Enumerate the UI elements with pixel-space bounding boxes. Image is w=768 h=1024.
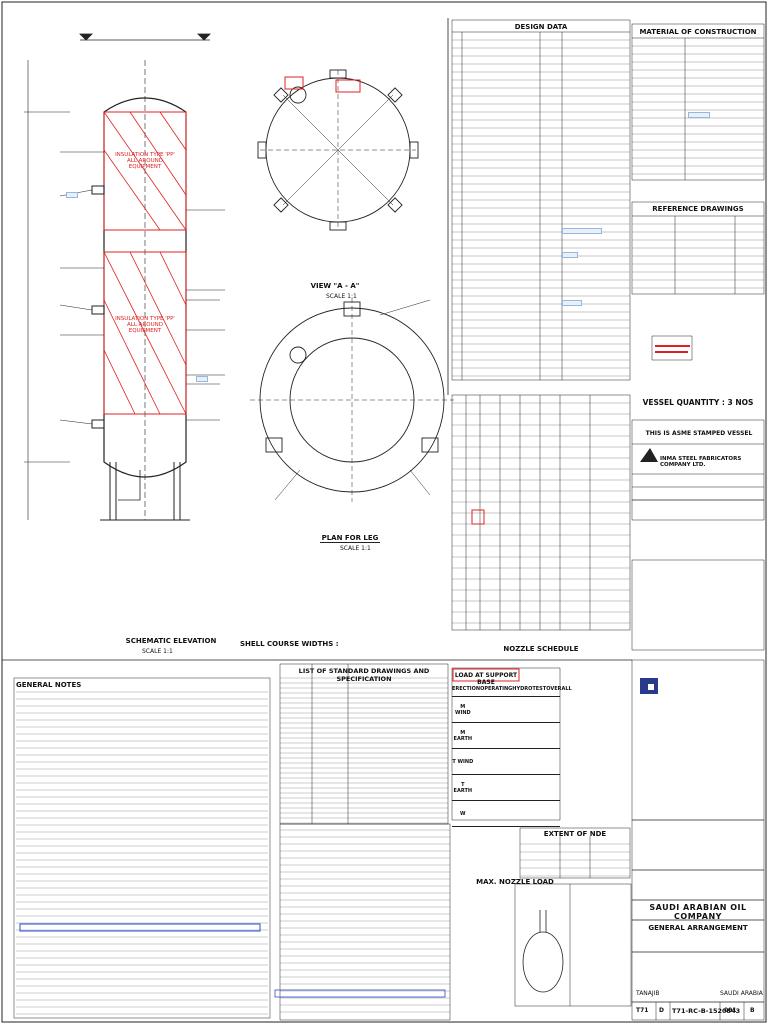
view-aa-title: VIEW "A - A"	[310, 282, 360, 290]
general-note-highlight	[19, 923, 261, 932]
load-table-row-label: T EARTH	[453, 781, 473, 794]
general-notes-box	[13, 677, 271, 1019]
load-table-header-cell: ERECTION	[452, 686, 481, 692]
load-table-row: T WIND	[452, 749, 560, 775]
doc-number: T71-RC-B-1520843	[672, 1007, 741, 1015]
max-nozzle-load-title: MAX. NOZZLE LOAD	[476, 878, 554, 886]
nozzle-highlight	[471, 509, 485, 525]
fabricator-name: INMA STEEL FABRICATORS COMPANY LTD.	[660, 456, 742, 468]
nde-table	[519, 827, 631, 879]
design-data-highlight-2	[562, 252, 578, 258]
schematic-scale: SCALE 1:1	[142, 648, 173, 655]
shell-course-title: SHELL COURSE WIDTHS :	[240, 640, 339, 648]
nozzle-rows	[452, 402, 630, 624]
max-nozzle-load-box	[514, 883, 632, 1007]
doc-prefix: T71	[636, 1007, 649, 1014]
vessel-quantity: VESSEL QUANTITY : 3 NOS	[642, 398, 754, 407]
design-data-rows	[452, 39, 630, 377]
location-2: SAUDI ARABIA	[720, 990, 763, 997]
design-data-highlight-3	[562, 300, 582, 306]
standard-drawings-rows	[280, 677, 448, 824]
plan-for-leg-drawing	[250, 298, 454, 502]
load-table-row: M EARTH	[452, 723, 560, 749]
load-table-header-cell: HYDROTEST	[512, 686, 547, 692]
insulation-note-2: INSULATION TYPE 'PP' ALL AROUND EQUIPMEN…	[115, 316, 175, 334]
material-highlight	[688, 112, 710, 118]
load-table-header-cell: OVERALL	[546, 686, 572, 692]
reference-rows	[632, 223, 764, 289]
doc-sheet: 001	[724, 1007, 737, 1014]
nde-title: EXTENT OF NDE	[543, 830, 607, 838]
general-notes-rows	[16, 691, 268, 1015]
general-arrangement-label: GENERAL ARRANGEMENT	[648, 924, 748, 932]
schematic-elevation	[24, 60, 225, 521]
nozzle-schedule-title: NOZZLE SCHEDULE	[503, 645, 579, 653]
standard-drawings-title: LIST OF STANDARD DRAWINGS AND SPECIFICAT…	[298, 667, 430, 683]
revision-note	[651, 335, 693, 361]
reference-drawings-title: REFERENCE DRAWINGS	[652, 205, 744, 213]
nozzle-load-sketch	[522, 910, 564, 993]
title-block	[631, 659, 765, 1021]
paint-notes-box	[279, 823, 451, 1021]
load-table-frame	[451, 667, 561, 821]
load-table-row-label: M EARTH	[453, 729, 473, 742]
load-table-row: T EARTH	[452, 775, 560, 801]
load-table-row: M WIND	[452, 697, 560, 723]
schematic-highlight-1	[66, 192, 78, 198]
fabricator-logo	[640, 448, 658, 462]
paint-note-highlight	[274, 989, 446, 998]
asme-stamp-text: THIS IS ASME STAMPED VESSEL	[645, 430, 753, 437]
location-1: TANAJIB	[636, 990, 660, 997]
design-data-highlight-1	[562, 228, 602, 234]
doc-size: D	[659, 1007, 664, 1014]
schematic-elevation-title: SCHEMATIC ELEVATION	[125, 637, 217, 645]
load-table-row-label: T WIND	[452, 758, 474, 765]
material-title: MATERIAL OF CONSTRUCTION	[639, 28, 757, 36]
load-table-row-label: W	[460, 810, 466, 817]
nde-rows	[520, 843, 630, 877]
load-table-row: W	[452, 801, 560, 827]
load-table-title: LOAD AT SUPPORT BASE	[454, 672, 518, 686]
section-marker-a	[79, 33, 211, 41]
load-table-header-cell: OPERATING	[480, 686, 513, 692]
saudi-aramco-logo	[640, 678, 658, 694]
fabricator-block	[631, 419, 765, 651]
load-table-row-label: M WIND	[454, 703, 471, 716]
company-name: SAUDI ARABIAN OIL COMPANY	[649, 903, 747, 921]
general-notes-title: GENERAL NOTES	[16, 681, 82, 689]
doc-rev: B	[750, 1007, 755, 1014]
schematic-highlight-2	[196, 376, 208, 382]
plan-for-leg-title: PLAN FOR LEG	[320, 534, 380, 543]
plan-for-leg-scale: SCALE 1:1	[340, 545, 371, 552]
paint-notes-rows	[280, 829, 450, 1013]
material-rows	[632, 45, 764, 175]
nozzle-schedule-table	[451, 394, 631, 631]
insulation-note-1: INSULATION TYPE 'PP' ALL AROUND EQUIPMEN…	[115, 152, 175, 170]
design-data-title: DESIGN DATA	[514, 23, 568, 31]
view-aa-drawing	[257, 69, 419, 364]
view-aa-scale: SCALE 1:1	[326, 293, 357, 300]
